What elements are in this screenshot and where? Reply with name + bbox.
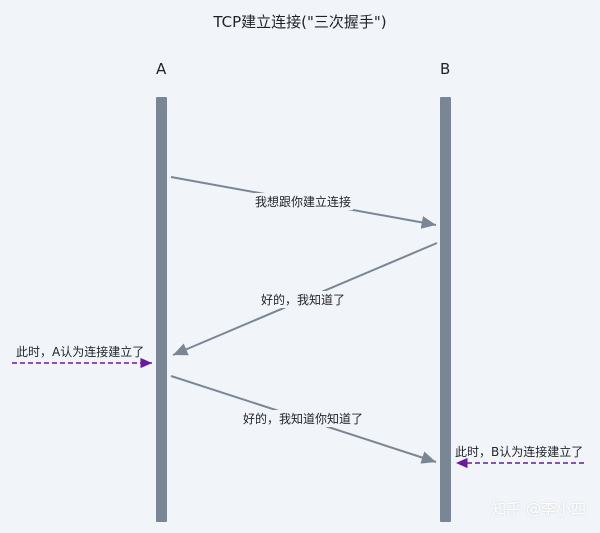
watermark: 知乎 @李小四 xyxy=(491,500,586,518)
lifeline-b xyxy=(440,97,451,522)
message-label-1: 我想跟你建立连接 xyxy=(253,193,354,210)
node-label-b: B xyxy=(440,60,451,78)
message-label-2: 好的，我知道了 xyxy=(259,291,348,308)
note-label-a: 此时，A认为连接建立了 xyxy=(16,345,145,359)
diagram-title: TCP建立连接("三次握手") xyxy=(213,13,387,31)
note-label-b: 此时，B认为连接建立了 xyxy=(455,445,584,459)
lifeline-a xyxy=(156,97,167,522)
message-label-3: 好的，我知道你知道了 xyxy=(241,410,366,427)
node-label-a: A xyxy=(156,60,167,78)
